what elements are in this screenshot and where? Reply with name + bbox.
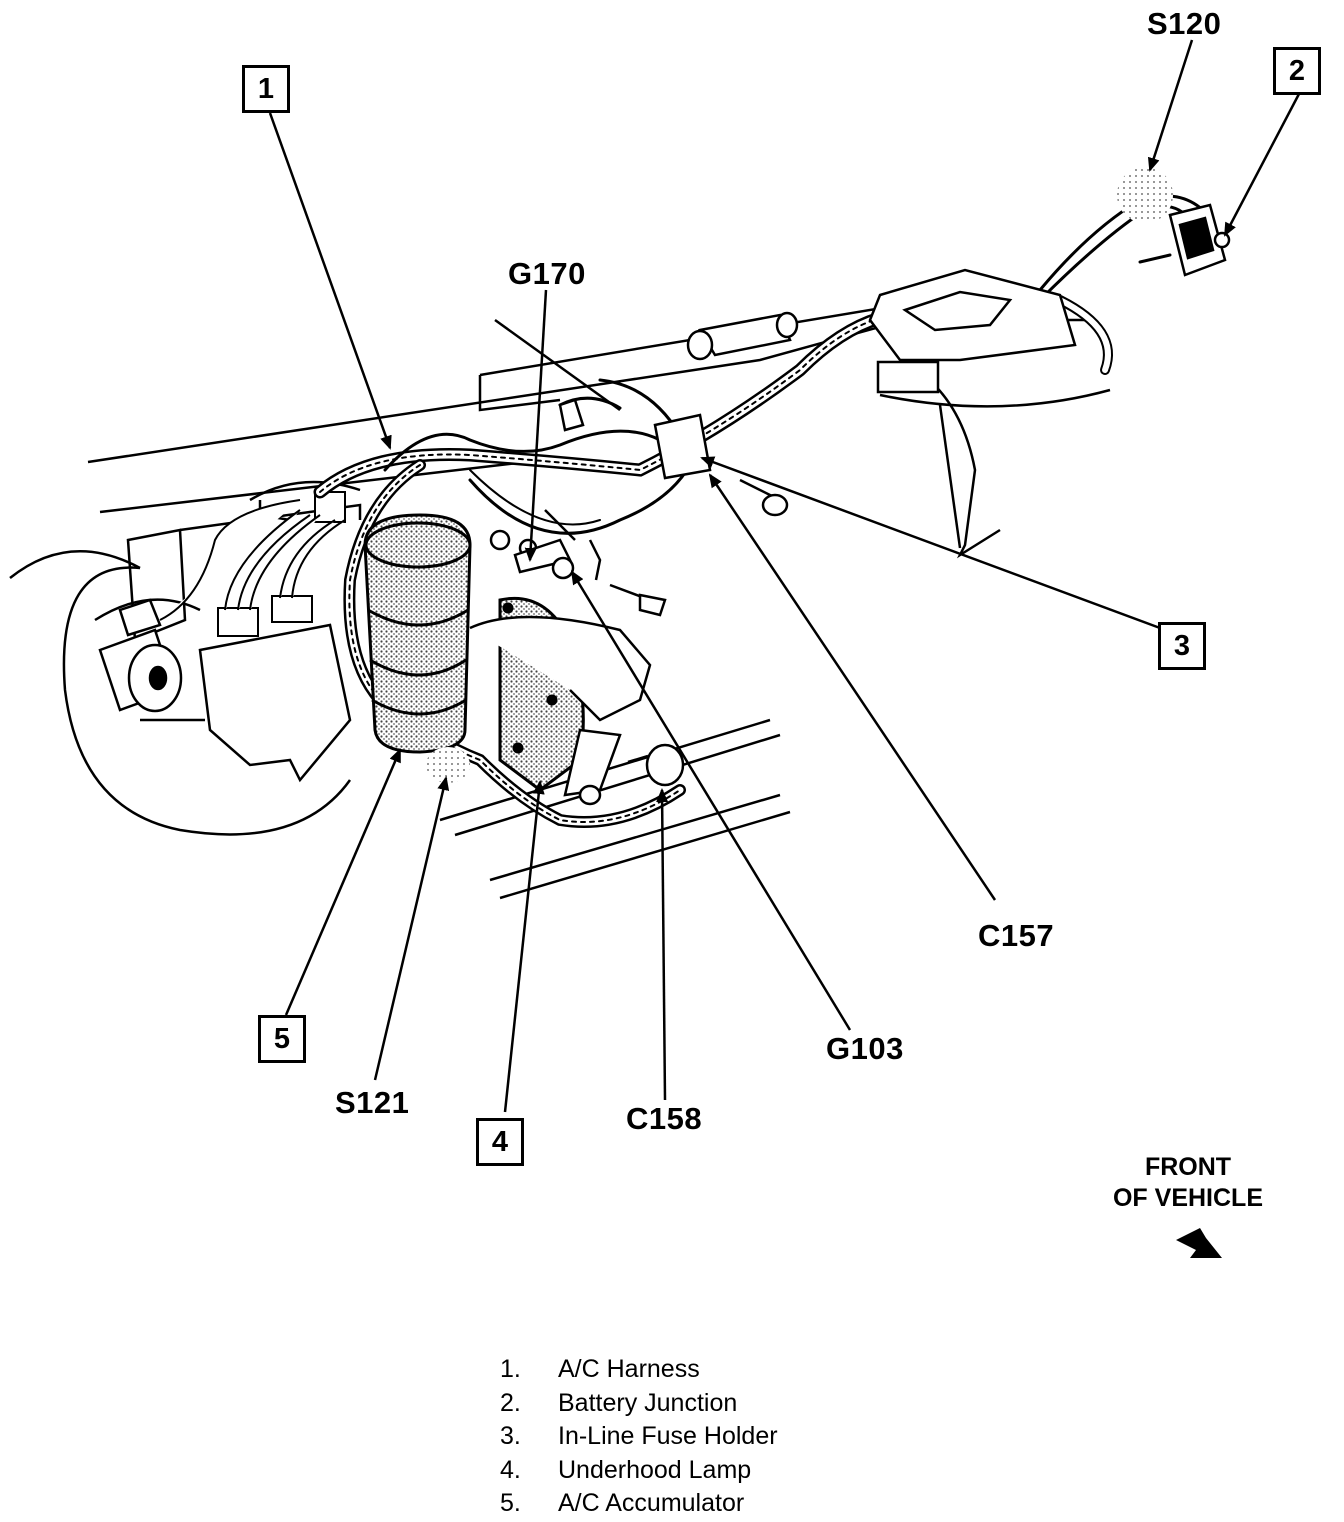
legend-number: 2. <box>500 1388 521 1417</box>
label-c157: C157 <box>978 918 1055 953</box>
legend-text: Underhood Lamp <box>558 1455 752 1484</box>
legend-text: A/C Harness <box>558 1355 700 1383</box>
legend-text: A/C Accumulator <box>558 1489 745 1517</box>
callout-box-4: 4 <box>476 1118 524 1166</box>
front-label-line1: FRONT <box>1144 1153 1232 1181</box>
legend-number: 3. <box>500 1422 521 1450</box>
legend-item: 3. In-Line Fuse Holder <box>500 1420 778 1454</box>
lamp-bracket-and-connector <box>469 615 685 806</box>
callout-number-4: 4 <box>491 1125 509 1158</box>
legend-text: Battery Junction <box>558 1388 738 1417</box>
ac-accumulator <box>363 513 472 754</box>
splice-s121-shading <box>426 747 470 783</box>
legend-item: 2. Battery Junction <box>500 1387 778 1421</box>
legend-number: 4. <box>500 1455 521 1484</box>
callout-box-1: 1 <box>242 65 290 113</box>
front-of-vehicle-label: FRONT OF VEHICLE <box>1100 1152 1276 1214</box>
callout-box-2: 2 <box>1273 47 1321 95</box>
battery-junction-block <box>1168 203 1231 277</box>
callout-leader-lines <box>268 39 1302 1113</box>
label-g170: G170 <box>508 256 586 291</box>
left-connectors <box>159 491 346 637</box>
legend-number: 5. <box>500 1489 521 1517</box>
splice-s120-shading <box>1117 167 1173 223</box>
front-direction-arrow <box>1176 1228 1222 1258</box>
callout-box-5: 5 <box>258 1015 306 1063</box>
ground-points <box>489 398 602 581</box>
legend-item: 1. A/C Harness <box>500 1353 778 1387</box>
label-c158: C158 <box>626 1101 703 1136</box>
callout-number-3: 3 <box>1173 629 1191 662</box>
bracket-fuse-holder-area <box>609 268 1077 617</box>
front-label-line2: OF VEHICLE <box>1112 1184 1263 1212</box>
motor-assembly <box>98 598 183 713</box>
label-s120: S120 <box>1147 6 1222 41</box>
legend-text: In-Line Fuse Holder <box>558 1422 778 1450</box>
callout-number-5: 5 <box>273 1022 291 1055</box>
callout-number-1: 1 <box>257 72 275 105</box>
callout-number-2: 2 <box>1288 54 1306 87</box>
legend-number: 1. <box>500 1355 521 1383</box>
legend-item: 5. A/C Accumulator <box>500 1487 778 1521</box>
label-g103: G103 <box>826 1031 904 1066</box>
label-s121: S121 <box>335 1085 410 1120</box>
legend-item: 4. Underhood Lamp <box>500 1454 778 1488</box>
legend: 1. A/C Harness 2. Battery Junction 3. In… <box>500 1353 778 1521</box>
vehicle-body-outline <box>9 303 1111 900</box>
callout-box-3: 3 <box>1158 622 1206 670</box>
